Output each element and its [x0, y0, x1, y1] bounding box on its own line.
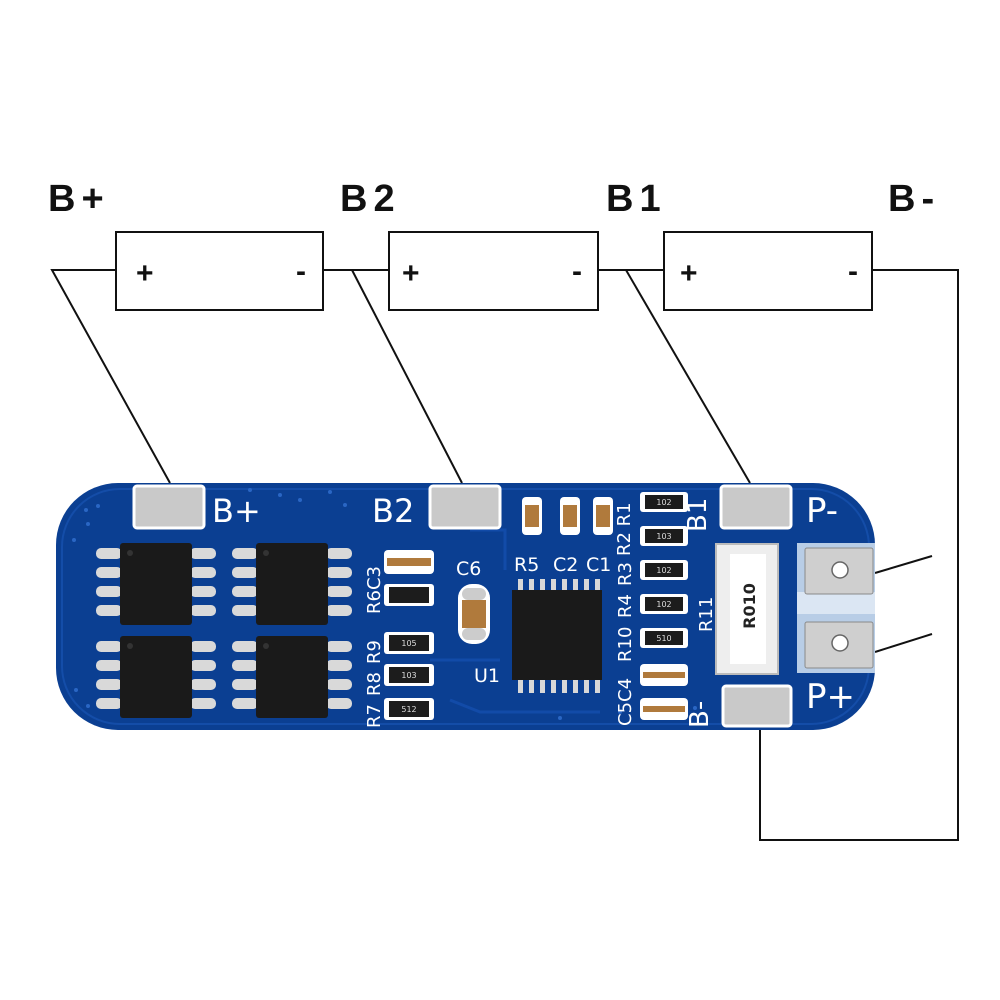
- mosfet-3: [96, 636, 216, 718]
- wiring: [50, 269, 959, 841]
- smd-r7: 512: [384, 698, 434, 720]
- pad-b2: [428, 484, 502, 530]
- smd-r5: [522, 497, 542, 535]
- silk-r9: R9: [364, 640, 385, 664]
- silk-r7: R7: [364, 704, 385, 728]
- mosfet-2: [232, 543, 352, 625]
- silk-c5c4: C5C4: [615, 678, 636, 726]
- cell-3-positive: +: [680, 257, 698, 290]
- wire-b2: [351, 269, 463, 484]
- smd-r3: 102: [640, 560, 688, 580]
- silk-p-plus: P+: [806, 677, 855, 717]
- silk-c1: C1: [586, 554, 611, 576]
- silk-b2: B2: [372, 492, 414, 530]
- cell-3-negative: -: [848, 255, 858, 288]
- silk-c2: C2: [553, 554, 578, 576]
- pad-b-minus: [721, 684, 793, 728]
- silk-r11: R11: [696, 597, 717, 632]
- mosfet-1: [96, 543, 216, 625]
- silk-u1: U1: [474, 665, 500, 687]
- smd-c3: [384, 550, 434, 574]
- pad-p-minus: [804, 547, 874, 595]
- terminal-label-b1: B1: [606, 178, 667, 220]
- silk-p-minus: P-: [806, 491, 838, 531]
- pad-b-plus: [132, 484, 206, 530]
- silk-r6c3: R6C3: [364, 566, 385, 614]
- smd-r10: 510: [640, 628, 688, 648]
- traces: [430, 528, 600, 714]
- battery-cell-3: + -: [663, 231, 873, 311]
- mosfet-4: [232, 636, 352, 718]
- silk-r3: R3: [615, 562, 636, 586]
- wire-b-minus: [759, 269, 959, 841]
- smd-c2: [560, 497, 580, 535]
- silk-b-minus: B-: [685, 701, 715, 728]
- svg-text:102: 102: [656, 600, 671, 609]
- svg-text:512: 512: [401, 705, 416, 714]
- svg-text:105: 105: [401, 639, 416, 648]
- smd-r9: 105: [384, 632, 434, 654]
- battery-cell-1: + -: [115, 231, 324, 311]
- smd-c4: [640, 664, 688, 686]
- pad-b1: [719, 484, 793, 530]
- silk-b-plus: B+: [212, 492, 261, 530]
- shunt-marking: R010: [740, 583, 759, 629]
- wire-p-minus: [874, 555, 933, 574]
- silk-b1: B1: [683, 498, 713, 532]
- shunt-resistor: R010: [715, 543, 779, 675]
- smd-c5: [640, 698, 688, 720]
- bms-board: R010 102 103 102 102 510 105 103 512 B+ B2 B1 P…: [56, 483, 875, 730]
- wire-b1: [625, 269, 751, 484]
- silk-r8: R8: [364, 672, 385, 696]
- svg-text:102: 102: [656, 498, 671, 507]
- silk-r10: R10: [615, 627, 636, 662]
- smd-r6: [384, 584, 434, 606]
- svg-text:103: 103: [656, 532, 671, 541]
- smd-r4: 102: [640, 594, 688, 614]
- terminal-label-b-plus: B+: [48, 178, 110, 220]
- silk-c6: C6: [456, 558, 481, 580]
- cell-1-positive: +: [136, 257, 154, 290]
- terminal-label-b-minus: B-: [888, 178, 941, 220]
- smd-components: 102 103 102 102 510 105 103 512: [384, 492, 688, 720]
- cell-2-negative: -: [572, 255, 582, 288]
- terminal-label-b2: B2: [340, 178, 401, 220]
- cell-1-negative: -: [296, 255, 306, 288]
- via-dots: [72, 488, 697, 720]
- cell-2-positive: +: [402, 257, 420, 290]
- wire-b-plus: [50, 269, 171, 484]
- controller-ic-u1: [512, 579, 602, 693]
- battery-cell-2: + -: [388, 231, 599, 311]
- smd-r2: 103: [640, 526, 688, 546]
- svg-text:510: 510: [656, 634, 671, 643]
- smd-r8: 103: [384, 664, 434, 686]
- pad-p-plus: [804, 621, 874, 669]
- wire-p-plus: [874, 633, 933, 653]
- silk-r4: R4: [615, 594, 636, 618]
- silk-r2-r1: R2 R1: [614, 502, 635, 556]
- smd-c1: [593, 497, 613, 535]
- svg-text:103: 103: [401, 671, 416, 680]
- silk-r5: R5: [514, 554, 539, 576]
- smd-r1: 102: [640, 492, 688, 512]
- mosfet-group: [96, 543, 352, 718]
- capacitor-c6: [458, 584, 490, 644]
- svg-text:102: 102: [656, 566, 671, 575]
